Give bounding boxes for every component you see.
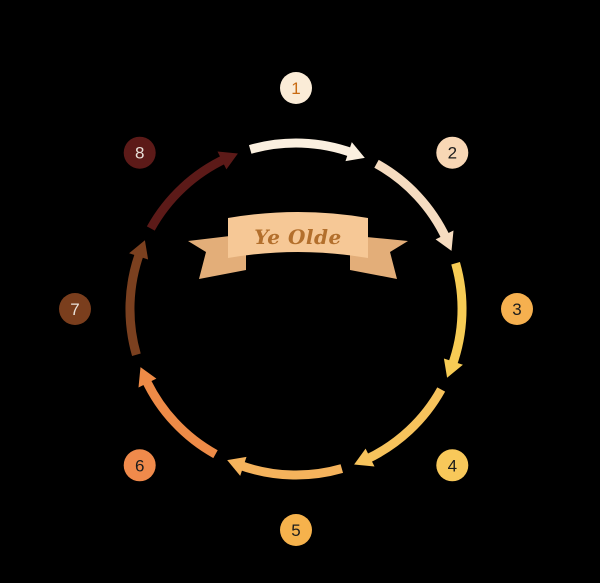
arrow-head [227, 456, 247, 476]
step-circle [59, 293, 91, 325]
arrow-shaft [364, 387, 446, 464]
step-number: 2 [448, 144, 457, 163]
arrow-2-to-3 [374, 159, 454, 251]
step-number: 1 [291, 79, 300, 98]
step-marker-7: 7 [59, 293, 91, 325]
arrow-head [138, 367, 157, 388]
banner-title: Ye Olde [254, 225, 341, 249]
step-circle [280, 72, 312, 104]
step-markers: 1 2 3 4 5 6 7 8 [59, 72, 533, 546]
step-number: 3 [512, 300, 521, 319]
arrow-shaft [125, 250, 145, 357]
arrow-head [443, 358, 463, 378]
arrow-shaft [141, 377, 218, 459]
step-marker-6: 6 [123, 449, 156, 482]
arrow-7-to-8 [125, 240, 149, 357]
step-number: 7 [70, 300, 79, 319]
arrow-6-to-7 [138, 367, 218, 459]
step-number: 4 [448, 456, 457, 475]
arrow-head [435, 230, 454, 251]
step-circle [123, 136, 156, 169]
step-number: 6 [135, 456, 144, 475]
arrow-shaft [146, 154, 228, 231]
arrow-1-to-2 [248, 138, 365, 162]
arrow-head [129, 240, 149, 260]
arrow-shaft [248, 138, 355, 158]
step-marker-4: 4 [436, 449, 469, 482]
arrow-3-to-4 [443, 261, 467, 378]
center-banner: Ye Olde [188, 212, 408, 279]
banner-ribbon [228, 212, 368, 258]
arrow-5-to-6 [227, 456, 344, 480]
arrow-8-to-1 [146, 151, 238, 231]
arrow-head [354, 448, 375, 467]
arrow-shaft [447, 261, 467, 368]
step-number: 8 [135, 144, 144, 163]
step-marker-5: 5 [280, 514, 312, 546]
step-circle [436, 136, 469, 169]
step-number: 5 [291, 521, 300, 540]
step-marker-8: 8 [123, 136, 156, 169]
step-marker-1: 1 [280, 72, 312, 104]
step-circle [501, 293, 533, 325]
step-circle [436, 449, 469, 482]
step-circle [123, 449, 156, 482]
arrow-head [345, 142, 365, 162]
step-marker-2: 2 [436, 136, 469, 169]
arrow-shaft [237, 460, 344, 480]
arrow-head [217, 151, 238, 170]
step-circle [280, 514, 312, 546]
arrow-4-to-5 [354, 387, 446, 467]
step-marker-3: 3 [501, 293, 533, 325]
arrow-shaft [374, 159, 451, 241]
cycle-arrows [125, 138, 467, 480]
